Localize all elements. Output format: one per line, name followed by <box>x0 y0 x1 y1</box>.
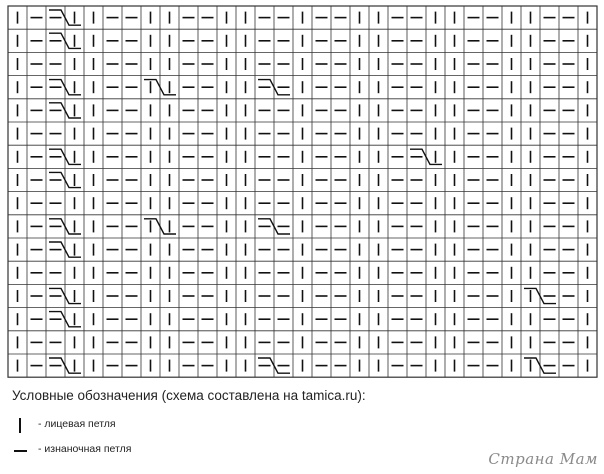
cable-cross-marker <box>49 310 81 328</box>
watermark-logo: Страна Мам <box>488 450 598 468</box>
legend-title: Условные обозначения (схема составлена н… <box>12 388 366 403</box>
cable-cross-marker <box>49 218 81 235</box>
cable-cross-marker <box>49 32 81 50</box>
cable-cross-marker <box>524 287 556 305</box>
cable-cross-marker <box>144 218 176 235</box>
cable-cross-marker <box>49 9 81 26</box>
cable-cross-marker <box>49 357 81 374</box>
cable-cross-marker <box>49 148 81 166</box>
cable-cross-marker <box>258 357 290 374</box>
cable-cross-marker <box>410 148 442 166</box>
cable-cross-marker <box>524 357 556 374</box>
cable-cross-marker <box>258 218 290 235</box>
cable-cross-marker <box>49 287 81 305</box>
cable-cross-marker <box>49 171 81 189</box>
cable-cross-marker <box>49 78 81 96</box>
cable-cross-marker <box>49 102 81 119</box>
knitting-chart <box>7 5 598 378</box>
knitting-chart-grid <box>7 5 598 378</box>
cable-cross-marker <box>258 78 290 96</box>
legend-label-knit: - лицевая петля <box>38 418 116 430</box>
cable-cross-marker <box>49 241 81 258</box>
purl-stitch-icon <box>14 450 27 452</box>
cable-cross-marker <box>144 78 176 96</box>
knit-stitch-icon <box>19 418 21 433</box>
legend-label-purl: - изнаночная петля <box>38 443 132 455</box>
